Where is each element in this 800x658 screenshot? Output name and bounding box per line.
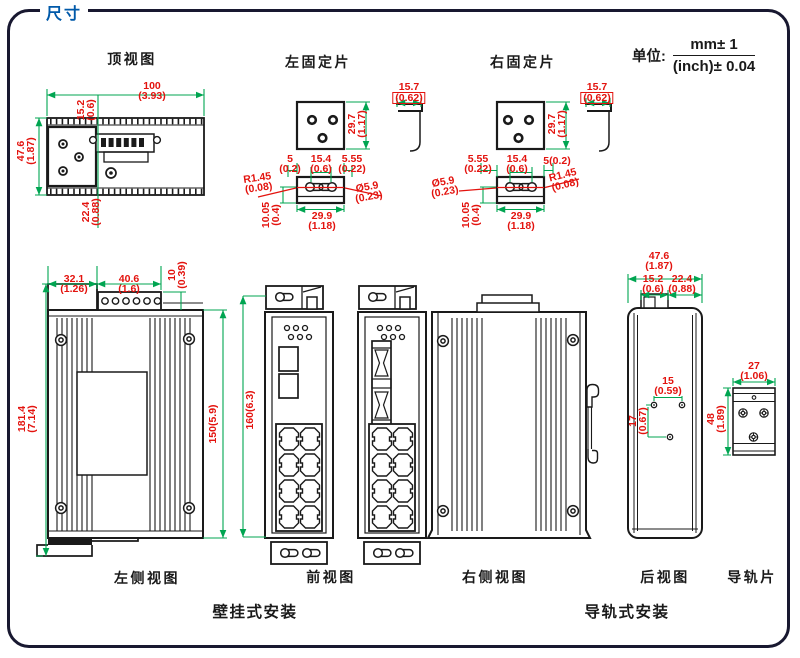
page-border [7, 9, 790, 648]
dim-leftfix-offset1: 5(0.2) [279, 153, 301, 175]
front-view-dim-lines [239, 295, 266, 538]
label-right-side-view: 右侧视图 [462, 569, 528, 585]
right-fixing-plate-leader [458, 178, 580, 192]
rail-piece-dim-lines [723, 378, 776, 456]
dim-rear-offset1: 15.2(0.6) [642, 273, 664, 295]
dim-leftfix-base: 29.9(1.18) [308, 210, 336, 232]
right-fixing-plate-drawing [495, 100, 612, 205]
page-title: 尺寸 [40, 0, 89, 24]
dim-topview-height: 47.6(1.87) [15, 137, 37, 165]
dim-leftside-c: 10(0.39) [166, 261, 188, 289]
dim-topview-width: 100(3.93) [138, 80, 166, 102]
dim-rear-hole-spacing: 15(0.59) [654, 375, 682, 397]
label-rail-piece: 导轨片 [727, 569, 777, 585]
dim-leftfix-plate-height: 29.7(1.17) [346, 110, 368, 138]
units-label: 单位: [632, 49, 666, 65]
rear-view-dim-lines [627, 274, 703, 438]
dim-topview-bottom: 22.4(0.88) [80, 198, 102, 226]
left-fixing-plate-leader [257, 186, 383, 198]
rear-view-drawing [627, 293, 703, 539]
dim-leftfix-offset2: 5.55(0.22) [338, 153, 366, 175]
left-side-view-drawing [36, 283, 204, 557]
dim-rightfix-offset1: 5(0.2) [543, 155, 571, 167]
dim-rear-hole-vertical: 17(0.67) [627, 407, 649, 435]
dim-rear-offset2: 22.4(0.88) [668, 273, 696, 295]
dim-rightfix-mid: 15.4(0.6) [506, 153, 528, 175]
dim-leftside-a: 32.1(1.26) [60, 273, 88, 295]
dim-leftside-b: 40.6(1.6) [118, 273, 140, 295]
label-top-view: 顶视图 [107, 51, 157, 67]
top-view-dim-lines [35, 89, 205, 228]
dim-rightfix-plate-height: 29.7(1.17) [546, 110, 568, 138]
front-view-drawing [264, 285, 427, 565]
dim-front-body-height: 160(6.3) [244, 390, 256, 430]
label-rear-view: 后视图 [640, 569, 690, 585]
dim-rail-width: 27(1.06) [740, 360, 768, 382]
dim-rightfix-base: 29.9(1.18) [507, 210, 535, 232]
dim-rail-height: 48(1.89) [705, 405, 727, 433]
left-fixing-plate-drawing [295, 100, 423, 205]
dim-leftfix-radius: R1.45(0.08) [242, 170, 274, 196]
dim-rightfix-offset2: 5.55(0.22) [464, 153, 492, 175]
dim-leftside-total-height: 181.4(7.14) [16, 405, 38, 433]
dim-leftfix-diameter: Ø5.9(0.23) [354, 179, 384, 206]
dim-rightfix-tab: 10.05(0.4) [460, 201, 482, 229]
top-view-drawing [46, 117, 205, 196]
label-left-fixing-plate: 左固定片 [285, 54, 351, 70]
dim-rightfix-diameter: Ø5.9(0.23) [430, 174, 460, 201]
dim-leftside-body-height: 150(5.9) [207, 404, 219, 444]
label-right-fixing-plate: 右固定片 [490, 54, 556, 70]
units-note: 单位: mm± 1 (inch)± 0.04 [632, 36, 756, 75]
right-side-view-drawing [426, 294, 600, 539]
label-din-mount: 导轨式安装 [584, 604, 670, 621]
units-mm-tolerance: mm± 1 [672, 36, 756, 56]
units-fraction: mm± 1 (inch)± 0.04 [672, 36, 756, 75]
label-left-side-view: 左侧视图 [114, 570, 180, 586]
dim-rear-width: 47.6(1.87) [645, 250, 673, 272]
left-side-view-dim-lines [36, 266, 227, 557]
label-front-view: 前视图 [306, 569, 356, 585]
dim-topview-offset: 15.2(0.6) [75, 99, 97, 121]
dim-leftfix-mid: 15.4(0.6) [310, 153, 332, 175]
dim-rightfix-side-width: 15.7(0.62) [580, 82, 614, 104]
label-wall-mount: 壁挂式安装 [212, 604, 298, 621]
dim-leftfix-side-width: 15.7(0.62) [392, 82, 426, 104]
rail-piece-drawing [732, 387, 776, 456]
units-inch-tolerance: (inch)± 0.04 [672, 58, 756, 75]
dim-leftfix-tab: 10.05(0.4) [260, 201, 282, 229]
